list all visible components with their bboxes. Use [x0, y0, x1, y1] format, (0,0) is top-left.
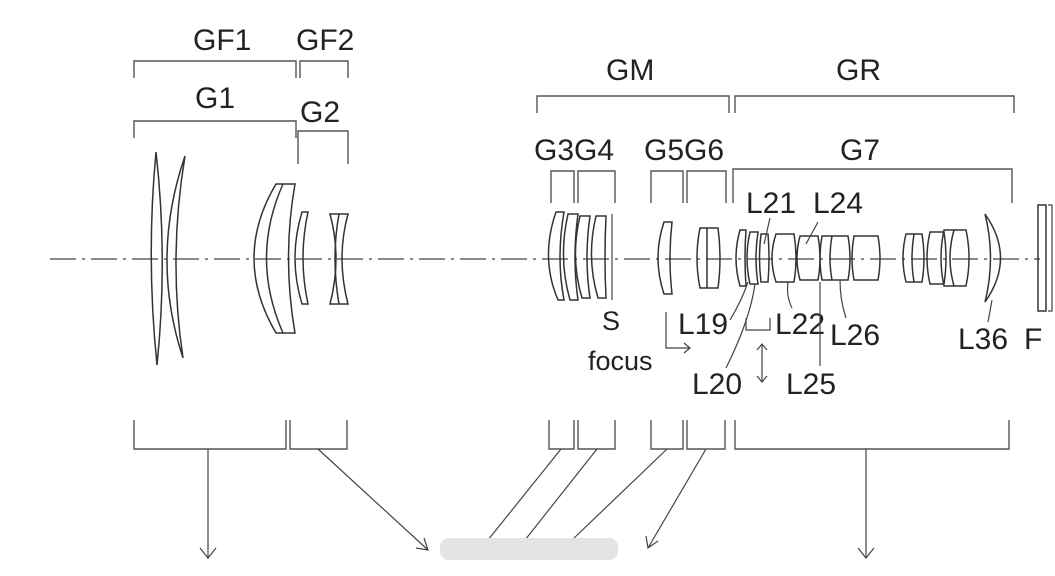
- leader-l22: [786, 281, 793, 309]
- label-g2: G2: [300, 96, 340, 129]
- lens: [253, 183, 296, 334]
- leader-l26: [839, 279, 847, 319]
- bracket-g3: [550, 170, 575, 203]
- bracket-g2: [297, 130, 349, 164]
- label-l36: L36: [958, 323, 1008, 356]
- leader-l36: [987, 299, 993, 323]
- label-g7: G7: [840, 134, 880, 167]
- lens: [294, 211, 309, 305]
- bottom-bracket-g5: [650, 420, 684, 450]
- bottom-bracket-g7: [734, 420, 1010, 450]
- lens: [902, 233, 925, 283]
- lens: [851, 235, 881, 281]
- label-gf1: GF1: [193, 24, 251, 57]
- label-l19: L19: [678, 308, 728, 341]
- lens: [771, 233, 797, 283]
- lens: [696, 227, 721, 289]
- focus-arrow-head: [683, 342, 691, 354]
- leader-l24: [805, 221, 819, 245]
- bracket-g4: [577, 170, 616, 203]
- lens: [334, 213, 340, 305]
- lens: [657, 221, 673, 295]
- label-gm: GM: [606, 54, 654, 87]
- leader-l21: [763, 217, 771, 245]
- lens: [547, 211, 565, 301]
- lens: [940, 229, 970, 287]
- lens: [829, 235, 833, 281]
- bottom-bracket-g6: [686, 420, 726, 450]
- label-g5g6: G5G6: [644, 134, 724, 167]
- label-gf2: GF2: [296, 24, 354, 57]
- bracket-g7: [732, 168, 1013, 203]
- lens-group-g2: [294, 211, 349, 305]
- lens: [949, 229, 955, 287]
- label-g1: G1: [195, 82, 235, 115]
- leader-l20: [725, 283, 756, 369]
- bracket-g6: [686, 170, 727, 203]
- bracket-gf1: [133, 60, 297, 78]
- lens: [819, 235, 851, 281]
- lens: [562, 213, 579, 301]
- label-gr: GR: [836, 54, 881, 87]
- filter-element: [1037, 204, 1047, 312]
- lens-group-g3g4: [547, 211, 613, 301]
- bracket-gm: [536, 95, 730, 113]
- lens: [150, 151, 164, 366]
- lens: [758, 233, 770, 283]
- label-stop: S: [602, 306, 620, 336]
- lens: [574, 215, 591, 299]
- lens-group-g1: [150, 151, 296, 366]
- lens-group-g5g6: [657, 221, 721, 295]
- bottom-arrows: [199, 448, 875, 559]
- lens: [926, 231, 947, 285]
- label-l24: L24: [813, 187, 863, 220]
- bracket-g5: [650, 170, 684, 203]
- lens: [590, 215, 607, 299]
- lens: [265, 183, 284, 334]
- watermark-mark: [440, 538, 618, 560]
- label-l25: L25: [786, 368, 836, 401]
- bottom-bracket-g3: [548, 420, 575, 450]
- image-plane: [1048, 204, 1053, 312]
- label-l20: L20: [692, 368, 742, 401]
- lens: [735, 229, 747, 287]
- arrow-g5: [571, 448, 668, 541]
- leader-l19: [729, 281, 749, 321]
- bottom-bracket-g4: [577, 420, 616, 450]
- lens: [796, 235, 821, 281]
- bracket-g1: [133, 120, 297, 138]
- label-l21: L21: [746, 187, 796, 220]
- bottom-bracket-g2: [289, 420, 348, 450]
- label-l26: L26: [830, 319, 880, 352]
- lens: [166, 155, 186, 359]
- label-focus: focus: [588, 346, 653, 376]
- arrow-g4: [524, 448, 598, 541]
- label-g3g4: G3G4: [534, 134, 614, 167]
- bracket-gf2: [299, 60, 349, 78]
- lens: [984, 213, 1002, 303]
- arrow-g1: [199, 449, 217, 559]
- focus-movement-arrow: [665, 312, 690, 349]
- focus-updown-arrow: [756, 343, 768, 383]
- lens-group-g7: [735, 204, 1053, 312]
- arrow-g7: [857, 449, 875, 559]
- lens: [911, 233, 915, 283]
- lens: [746, 231, 759, 285]
- small-bracket: [745, 318, 771, 331]
- label-l22: L22: [775, 308, 825, 341]
- bottom-bracket-g1: [133, 420, 287, 450]
- bracket-gr: [734, 95, 1015, 113]
- arrow-g6: [645, 448, 707, 550]
- arrow-g2: [317, 448, 429, 551]
- arrow-g3: [487, 448, 562, 541]
- label-f: F: [1024, 323, 1042, 356]
